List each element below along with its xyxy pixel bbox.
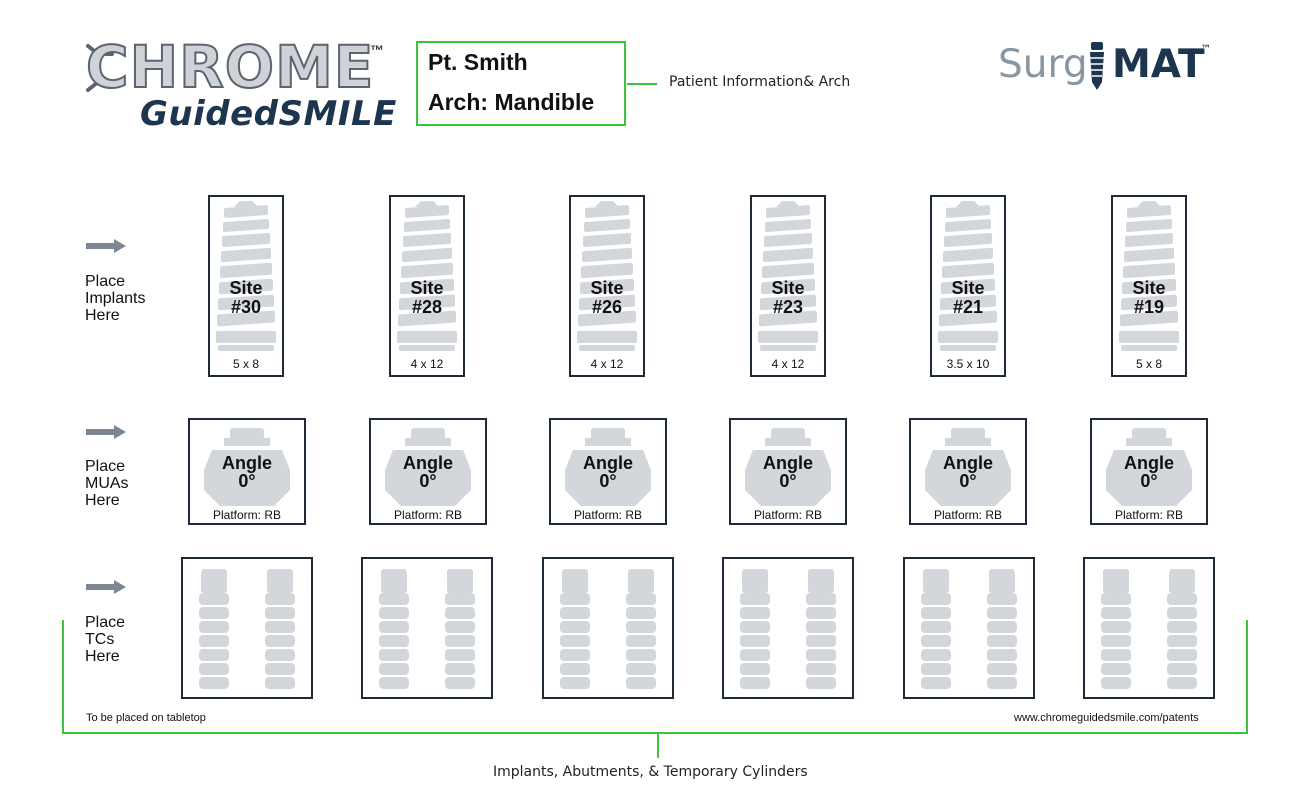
mua-angle-label: Angle 0° (942, 453, 993, 491)
mua-slot: Angle 0° Platform: RB (1090, 418, 1208, 525)
tc-slot (1083, 557, 1215, 699)
mua-platform: Platform: RB (573, 508, 642, 522)
footer-patents-url[interactable]: www.chromeguidedsmile.com/patents (1014, 712, 1199, 724)
arrow-right-icon (86, 239, 126, 253)
implant-site-label: Site #30 (229, 278, 263, 317)
molecule-icon (86, 44, 114, 92)
implant-site-label: Site #26 (590, 278, 624, 317)
multi-unit-abutment-icon (385, 428, 471, 506)
surgimat-logo: Surg MAT ™ (998, 40, 1228, 90)
surgimat-wordmark-bold: MAT (1112, 42, 1205, 87)
patient-name: Pt. Smith (428, 49, 528, 75)
mua-slot: Angle 0° Platform: RB (369, 418, 487, 525)
implant-icon (938, 201, 998, 351)
patient-info-box: Pt. Smith Arch: Mandible (416, 41, 626, 126)
implant-site-label: Site #21 (951, 278, 985, 317)
chrome-trademark: ™ (370, 42, 384, 58)
mua-angle-label: Angle 0° (582, 453, 633, 491)
components-bracket (62, 620, 1248, 736)
implant-size: 5 x 8 (232, 357, 259, 371)
temporary-cylinder-pair-icon (199, 569, 295, 689)
implant-screw-icon (1090, 42, 1104, 90)
tc-slot (903, 557, 1035, 699)
tc-slot (722, 557, 854, 699)
mua-platform: Platform: RB (1114, 508, 1183, 522)
tc-slot (361, 557, 493, 699)
arrow-right-icon (86, 580, 126, 594)
implant-slot: Site #21 3.5 x 10 (930, 195, 1006, 377)
implant-slot: Site #26 4 x 12 (569, 195, 645, 377)
multi-unit-abutment-icon (565, 428, 651, 506)
implant-size: 4 x 12 (590, 357, 624, 371)
temporary-cylinder-pair-icon (1101, 569, 1197, 689)
implant-icon (577, 201, 637, 351)
implants-row-label: Place Implants Here (85, 273, 146, 324)
implant-slot: Site #19 5 x 8 (1111, 195, 1187, 377)
muas-row-label: Place MUAs Here (85, 458, 129, 509)
temporary-cylinder-pair-icon (379, 569, 475, 689)
implant-size: 4 x 12 (771, 357, 805, 371)
mua-angle-label: Angle 0° (402, 453, 453, 491)
mua-platform: Platform: RB (393, 508, 462, 522)
mua-platform: Platform: RB (753, 508, 822, 522)
mua-platform: Platform: RB (212, 508, 281, 522)
footer-tabletop-note: To be placed on tabletop (86, 712, 206, 724)
implant-size: 5 x 8 (1135, 357, 1162, 371)
bracket-stem (657, 734, 659, 758)
implant-icon (216, 201, 276, 351)
arrow-right-icon (86, 425, 126, 439)
guidedsmile-wordmark: GuidedSMILE (140, 94, 397, 134)
implant-icon (397, 201, 457, 351)
tcs-row-label: Place TCs Here (85, 614, 126, 665)
multi-unit-abutment-icon (204, 428, 290, 506)
bracket-label: Implants, Abutments, & Temporary Cylinde… (493, 764, 808, 780)
temporary-cylinder-pair-icon (740, 569, 836, 689)
mua-slot: Angle 0° Platform: RB (729, 418, 847, 525)
implant-size: 4 x 12 (410, 357, 444, 371)
mua-slot: Angle 0° Platform: RB (188, 418, 306, 525)
implant-size: 3.5 x 10 (946, 357, 990, 371)
mua-angle-label: Angle 0° (1123, 453, 1174, 491)
patient-callout-label: Patient Information& Arch (669, 74, 851, 90)
multi-unit-abutment-icon (1106, 428, 1192, 506)
tc-slot (542, 557, 674, 699)
mua-slot: Angle 0° Platform: RB (549, 418, 667, 525)
temporary-cylinder-pair-icon (560, 569, 656, 689)
implant-slot: Site #30 5 x 8 (208, 195, 284, 377)
implant-slot: Site #28 4 x 12 (389, 195, 465, 377)
tc-slot (181, 557, 313, 699)
implant-site-label: Site #28 (410, 278, 444, 317)
chrome-wordmark: CHROME (85, 33, 375, 101)
implant-slot: Site #23 4 x 12 (750, 195, 826, 377)
temporary-cylinder-pair-icon (921, 569, 1017, 689)
mua-platform: Platform: RB (933, 508, 1002, 522)
surgimat-trademark: ™ (1201, 44, 1211, 55)
chrome-guidedsmile-logo: CHROME ™ GuidedSMILE (80, 33, 400, 134)
implant-icon (1119, 201, 1179, 351)
mua-angle-label: Angle 0° (762, 453, 813, 491)
patient-callout-line (627, 83, 657, 85)
implant-site-label: Site #19 (1132, 278, 1166, 317)
mua-angle-label: Angle 0° (221, 453, 272, 491)
implant-site-label: Site #23 (771, 278, 805, 317)
mua-slot: Angle 0° Platform: RB (909, 418, 1027, 525)
patient-arch: Arch: Mandible (428, 89, 595, 115)
surgimat-wordmark-light: Surg (998, 42, 1088, 87)
multi-unit-abutment-icon (745, 428, 831, 506)
multi-unit-abutment-icon (925, 428, 1011, 506)
implant-icon (758, 201, 818, 351)
